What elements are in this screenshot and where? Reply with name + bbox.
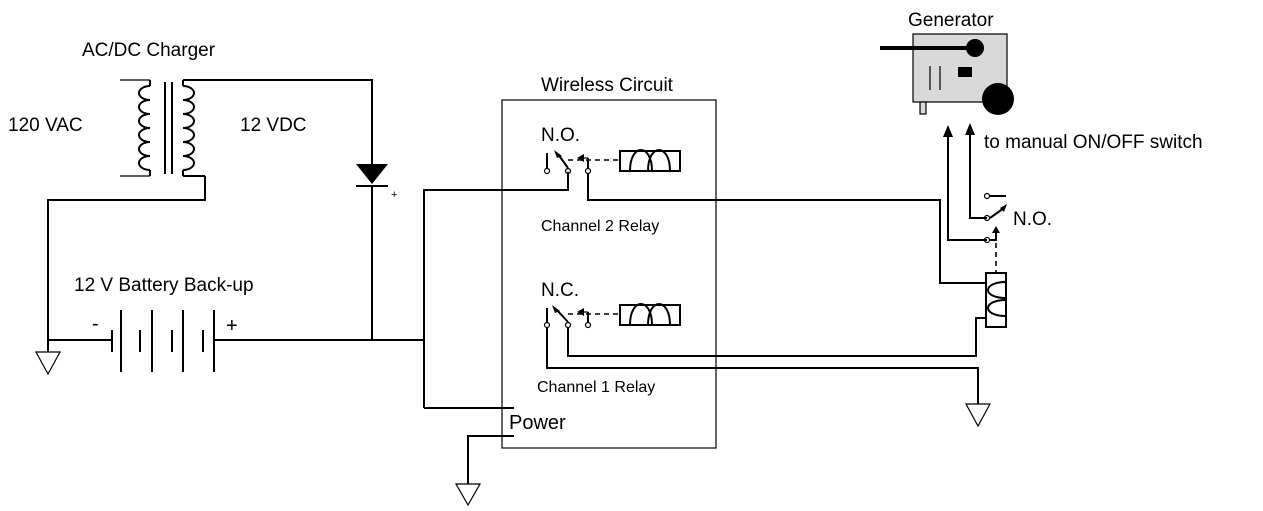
ch1-relay-label: Channel 1 Relay bbox=[537, 379, 655, 396]
vdc-label: 12 VDC bbox=[240, 115, 307, 136]
ch2-relay-label: Channel 2 Relay bbox=[541, 218, 659, 235]
generator-relay-coil bbox=[985, 272, 1007, 328]
wire-charger-to-ground bbox=[47, 176, 206, 352]
channel-2-relay-coil bbox=[619, 149, 681, 172]
wire-ch1-to-ground bbox=[546, 328, 979, 404]
channel-1-relay-coil bbox=[619, 303, 681, 326]
vac-label: 120 VAC bbox=[8, 115, 83, 136]
generator-icon bbox=[880, 33, 1014, 115]
wireless-label: Wireless Circuit bbox=[541, 75, 674, 96]
channel-2-relay-contact bbox=[543, 150, 620, 175]
ch2-contact-label: N.O. bbox=[541, 125, 580, 146]
battery-plus-label: + bbox=[226, 315, 238, 337]
ch1-contact-label: N.C. bbox=[541, 280, 579, 301]
channel-1-relay-contact bbox=[543, 305, 620, 329]
wire-power-to-ground bbox=[467, 435, 514, 484]
battery bbox=[48, 310, 276, 372]
diode bbox=[356, 128, 388, 340]
wire-manual-switch-b bbox=[947, 134, 987, 241]
arrow-up-icon bbox=[943, 125, 953, 137]
wire-ch1-to-gen-relay bbox=[567, 317, 986, 357]
ground-symbol-power bbox=[454, 483, 482, 507]
wire-bus-to-ch2-common bbox=[423, 172, 569, 408]
ground-symbol-battery bbox=[34, 340, 62, 376]
generator-relay-contact bbox=[983, 192, 1007, 244]
wire-ch2-to-gen-relay bbox=[587, 174, 986, 284]
ground-symbol-relay bbox=[964, 403, 992, 428]
transformer bbox=[120, 79, 205, 177]
power-label: Power bbox=[509, 412, 566, 434]
wire-charger-to-diode bbox=[203, 79, 373, 128]
wireless-circuit-box bbox=[501, 99, 717, 449]
primary-coil bbox=[138, 80, 151, 176]
wire-manual-switch-a bbox=[969, 132, 987, 219]
arrow-up-icon bbox=[965, 123, 975, 135]
battery-minus-label: - bbox=[92, 313, 99, 335]
gen-relay-contact-label: N.O. bbox=[1013, 209, 1052, 230]
battery-label: 12 V Battery Back-up bbox=[74, 275, 254, 296]
charger-label: AC/DC Charger bbox=[82, 40, 216, 61]
manual-switch-label: to manual ON/OFF switch bbox=[984, 132, 1203, 153]
diode-plus-label: + bbox=[391, 189, 397, 201]
generator-label: Generator bbox=[908, 10, 994, 31]
secondary-coil bbox=[182, 79, 205, 177]
